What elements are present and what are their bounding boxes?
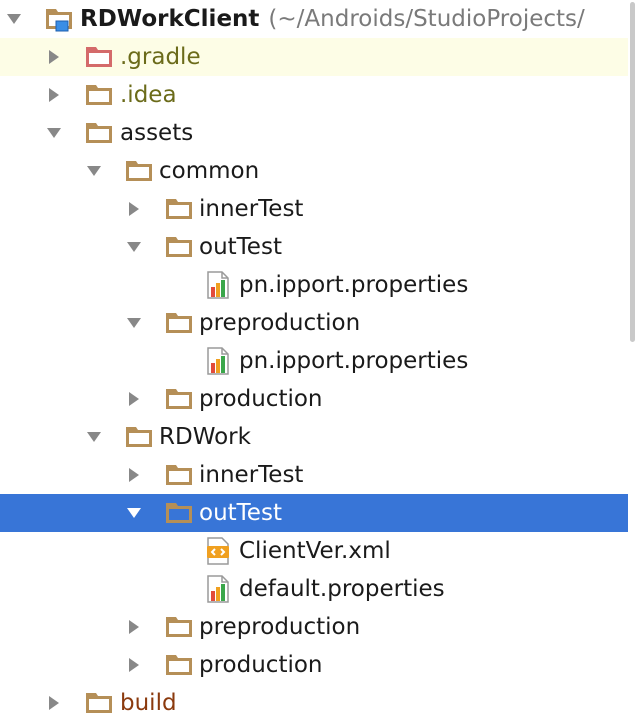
folder-icon (164, 494, 194, 532)
folder-icon (164, 646, 194, 684)
tree-row-gradle[interactable]: .gradle (0, 38, 628, 76)
tree-label: .gradle (120, 44, 201, 70)
triangle-right-icon[interactable] (124, 608, 144, 646)
tree-row-outtest-selected[interactable]: outTest (0, 494, 628, 532)
vertical-scrollbar[interactable] (628, 0, 636, 724)
tree-row-innertest[interactable]: innerTest (0, 456, 628, 494)
triangle-right-icon[interactable] (44, 38, 64, 76)
tree-label: RDWork (159, 424, 251, 450)
tree-label: pn.ipport.properties (239, 348, 469, 374)
triangle-right-icon[interactable] (124, 190, 144, 228)
tree-row-assets[interactable]: assets (0, 114, 628, 152)
tree-row-properties-file[interactable]: pn.ipport.properties (0, 266, 628, 304)
scrollbar-thumb[interactable] (630, 2, 635, 342)
tree-row-properties-file[interactable]: pn.ipport.properties (0, 342, 628, 380)
tree-label: default.properties (239, 576, 445, 602)
tree-label: outTest (199, 234, 282, 260)
tree-row-root[interactable]: RDWorkClient (~/Androids/StudioProjects/ (0, 0, 628, 38)
triangle-down-icon[interactable] (44, 114, 64, 152)
tree-label: preproduction (199, 310, 361, 336)
triangle-right-icon[interactable] (124, 646, 144, 684)
tree-label: pn.ipport.properties (239, 272, 469, 298)
folder-icon (84, 114, 114, 152)
folder-icon (164, 304, 194, 342)
root-path: (~/Androids/StudioProjects/ (268, 6, 585, 32)
tree-label: ClientVer.xml (239, 538, 391, 564)
tree-row-rdwork[interactable]: RDWork (0, 418, 628, 456)
triangle-right-icon[interactable] (44, 76, 64, 114)
triangle-right-icon[interactable] (124, 380, 144, 418)
tree-row-production[interactable]: production (0, 380, 628, 418)
root-name: RDWorkClient (80, 6, 260, 32)
root-label: RDWorkClient (~/Androids/StudioProjects/ (80, 0, 585, 38)
tree-row-outtest[interactable]: outTest (0, 228, 628, 266)
triangle-down-icon[interactable] (124, 494, 144, 532)
tree-label: .idea (120, 82, 177, 108)
folder-icon (164, 228, 194, 266)
tree-row-common[interactable]: common (0, 152, 628, 190)
tree-label: assets (120, 120, 194, 146)
folder-icon (124, 152, 154, 190)
folder-icon (164, 608, 194, 646)
tree-row-properties-file[interactable]: default.properties (0, 570, 628, 608)
tree-label: innerTest (199, 462, 304, 488)
tree-label: preproduction (199, 614, 361, 640)
tree-row-xml-file[interactable]: ClientVer.xml (0, 532, 628, 570)
folder-icon (124, 418, 154, 456)
tree-row-preproduction[interactable]: preproduction (0, 304, 628, 342)
tree-label: innerTest (199, 196, 304, 222)
triangle-down-icon[interactable] (124, 304, 144, 342)
triangle-down-icon[interactable] (124, 228, 144, 266)
tree-row-idea[interactable]: .idea (0, 76, 628, 114)
folder-icon (84, 684, 114, 722)
tree-row-production[interactable]: production (0, 646, 628, 684)
tree-label: outTest (199, 500, 282, 526)
tree-row-preproduction[interactable]: preproduction (0, 608, 628, 646)
folder-icon (164, 190, 194, 228)
tree-row-build[interactable]: build (0, 684, 628, 722)
excluded-folder-icon (84, 38, 114, 76)
tree-label: production (199, 652, 323, 678)
properties-file-icon (206, 266, 232, 304)
properties-file-icon (206, 342, 232, 380)
triangle-down-icon[interactable] (84, 152, 104, 190)
folder-icon (164, 380, 194, 418)
module-folder-icon (44, 0, 74, 38)
folder-icon (164, 456, 194, 494)
tree-label: common (159, 158, 260, 184)
tree-label: build (120, 690, 177, 716)
triangle-down-icon[interactable] (84, 418, 104, 456)
triangle-down-icon[interactable] (4, 0, 24, 38)
tree-label: production (199, 386, 323, 412)
triangle-right-icon[interactable] (124, 456, 144, 494)
xml-file-icon (206, 532, 232, 570)
properties-file-icon (206, 570, 232, 608)
folder-icon (84, 76, 114, 114)
tree-row-innertest[interactable]: innerTest (0, 190, 628, 228)
triangle-right-icon[interactable] (44, 684, 64, 722)
